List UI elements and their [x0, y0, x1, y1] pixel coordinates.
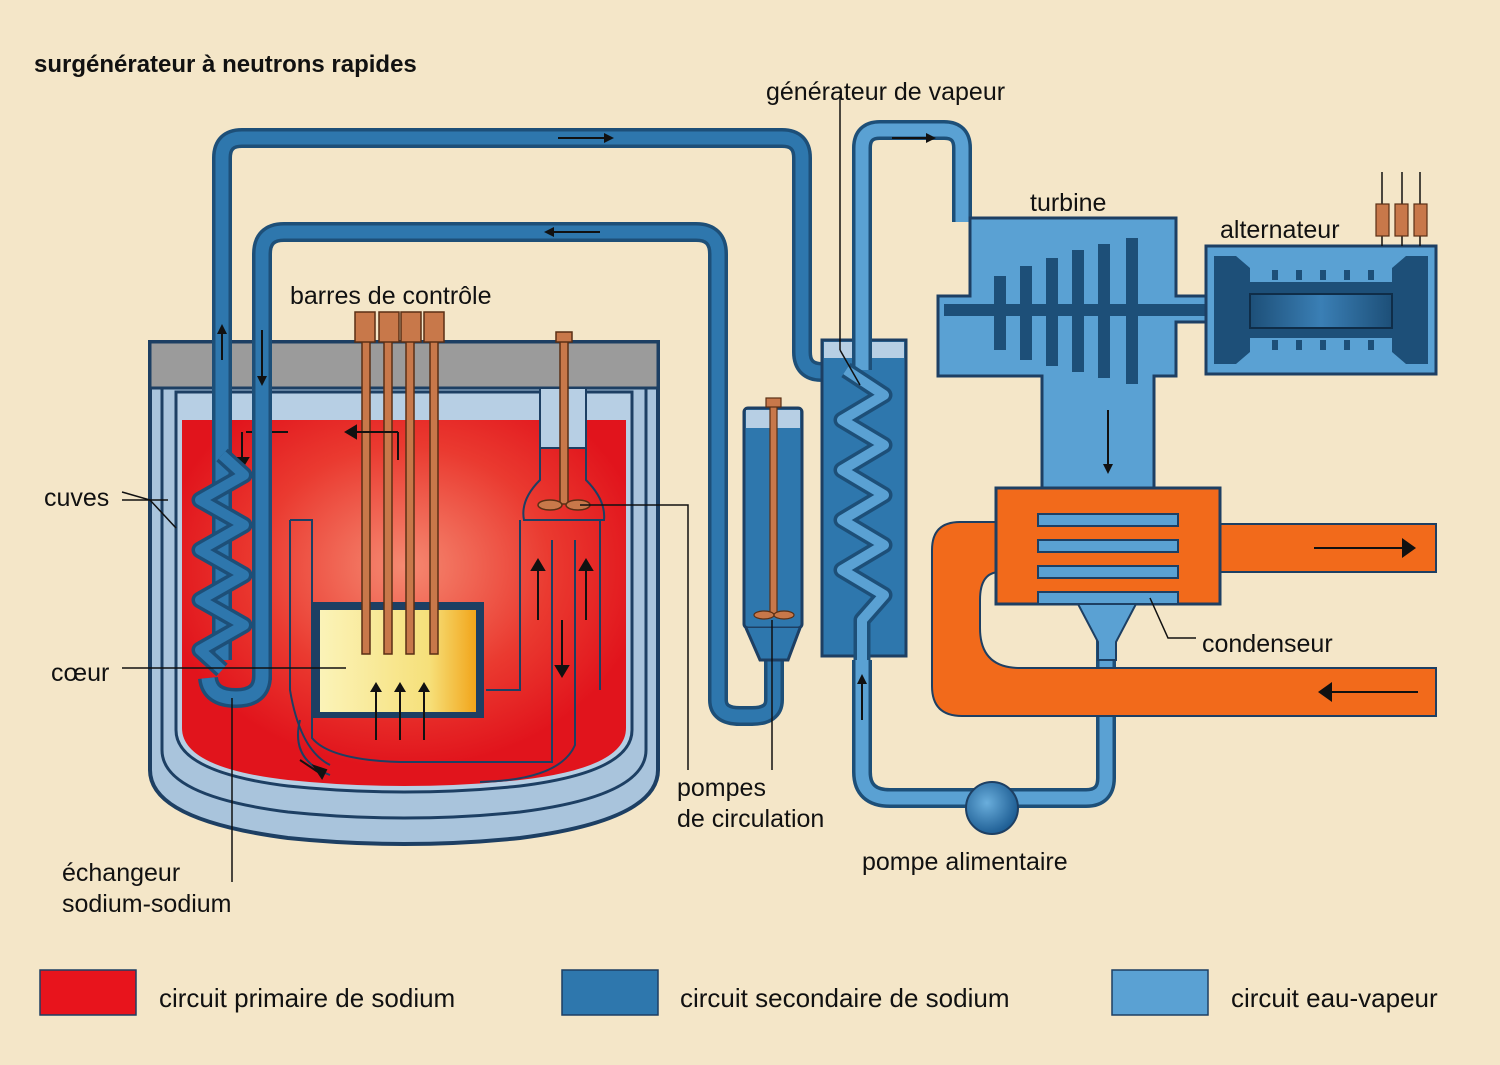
label-circulation-pumps-line2: de circulation [677, 805, 824, 833]
primary-flow-arrows [234, 424, 594, 780]
leader-lines [121, 96, 1196, 882]
diagram-title: surgénérateur à neutrons rapides [34, 51, 417, 78]
condenser [931, 486, 1437, 717]
label-core: cœur [51, 659, 109, 687]
legend-swatch-secondary [561, 969, 659, 1016]
legend-label-secondary: circuit secondaire de sodium [680, 983, 1010, 1013]
legend-swatch-primary [39, 969, 137, 1016]
label-circulation-pumps-line1: pompes [677, 774, 766, 802]
reactor-core [312, 602, 484, 740]
label-alternator: alternateur [1220, 216, 1340, 244]
label-vessels: cuves [44, 484, 109, 512]
legend-swatch-water-steam [1111, 969, 1209, 1016]
primary-pump [537, 331, 591, 511]
reactor-vessel [148, 340, 660, 846]
legend-label-water-steam: circuit eau-vapeur [1231, 983, 1438, 1013]
alternator [1204, 172, 1438, 376]
legend: circuit primaire de sodium circuit secon… [39, 969, 1438, 1016]
control-rods [354, 311, 445, 655]
label-turbine: turbine [1030, 189, 1106, 217]
label-feed-pump: pompe alimentaire [862, 848, 1068, 876]
label-control-rods: barres de contrôle [290, 282, 492, 310]
label-steam-generator: générateur de vapeur [766, 78, 1005, 106]
legend-label-primary: circuit primaire de sodium [159, 983, 455, 1013]
label-condenser: condenseur [1202, 630, 1333, 658]
label-exchanger-line1: échangeur [62, 859, 180, 887]
label-exchanger-line2: sodium-sodium [62, 890, 232, 918]
